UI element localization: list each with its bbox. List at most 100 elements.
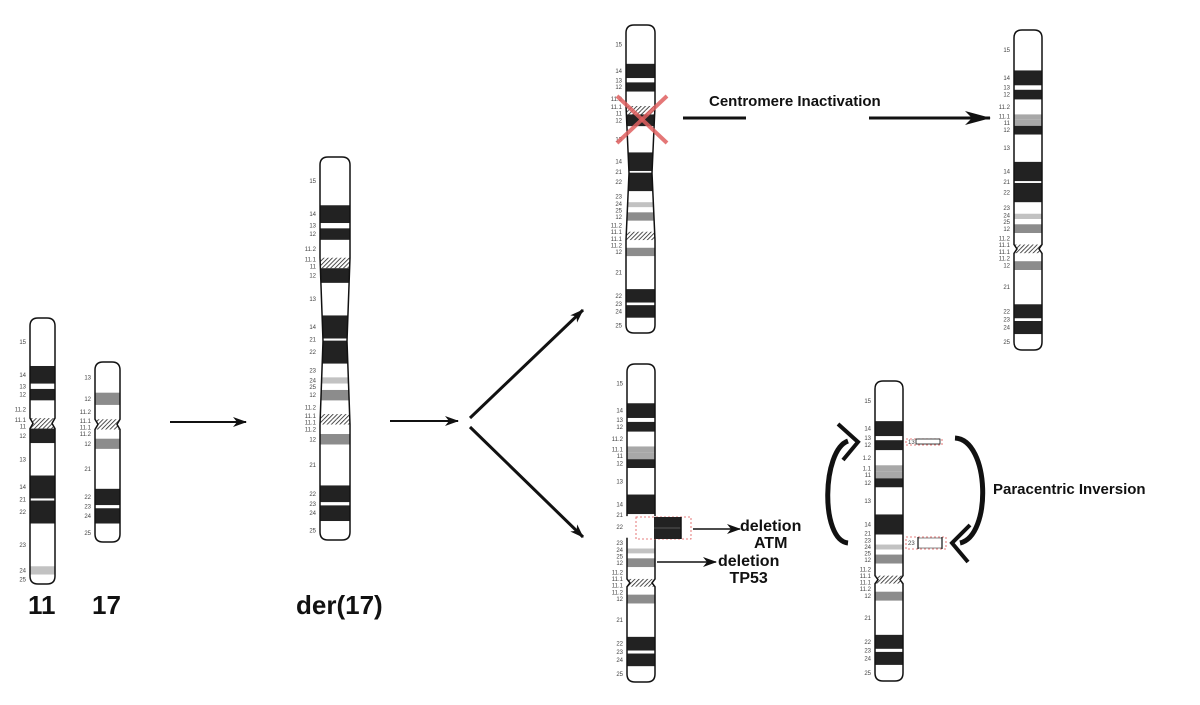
band-dark xyxy=(30,475,55,499)
band-gray xyxy=(875,591,903,601)
band-label: 24 xyxy=(1003,214,1010,220)
band-dark xyxy=(1014,125,1042,135)
band-label: 21 xyxy=(309,338,316,344)
band-label: 12 xyxy=(1003,227,1010,233)
band-label: 11.1 xyxy=(999,243,1011,249)
band-label: 21 xyxy=(616,618,623,624)
band-label: 21 xyxy=(615,170,622,176)
band-label: 24 xyxy=(864,656,871,662)
band-dark xyxy=(1014,70,1042,86)
band-label: 21 xyxy=(864,532,871,538)
chromosome-with-inversion: 151413121.21.111121314212324251211.211.1… xyxy=(860,380,904,682)
band-label: 11.1 xyxy=(860,580,872,586)
band-gap xyxy=(627,516,655,538)
band-white xyxy=(320,363,350,378)
band-label: 25 xyxy=(309,529,316,535)
band-label: 24 xyxy=(309,378,316,384)
band-white xyxy=(626,317,655,333)
band-cen xyxy=(95,419,120,425)
band-label: 11.1 xyxy=(305,258,317,264)
band-label: 22 xyxy=(615,180,622,186)
inversion-arrow-right xyxy=(949,435,986,564)
band-label: 25 xyxy=(84,531,91,537)
band-label: 11.2 xyxy=(305,247,317,253)
band-label: 13 xyxy=(864,436,871,442)
band-label: 11.2 xyxy=(612,570,624,576)
band-label: 21 xyxy=(1003,180,1010,186)
band-white xyxy=(1014,233,1042,245)
band-label: 11.2 xyxy=(611,97,623,103)
band-label: 12 xyxy=(616,561,623,567)
band-dark xyxy=(1014,304,1042,319)
band-dark xyxy=(320,485,350,503)
band-light xyxy=(875,544,903,550)
band-label: 12 xyxy=(309,393,316,399)
band-gray xyxy=(95,392,120,405)
band-dark xyxy=(627,494,655,515)
label-der17: der(17) xyxy=(296,590,383,620)
band-cen xyxy=(875,579,903,584)
band-white xyxy=(875,583,903,592)
band-white xyxy=(1014,334,1042,350)
band-white xyxy=(320,400,350,415)
band-mgray xyxy=(1014,119,1042,126)
band-label: 11.2 xyxy=(15,407,27,413)
band-dark xyxy=(875,478,903,488)
band-label: 25 xyxy=(1003,220,1010,226)
band-label: 1.1 xyxy=(863,466,872,472)
band-label: 23 xyxy=(1003,318,1010,324)
band-label: 13 xyxy=(309,224,316,230)
band-cen xyxy=(627,582,655,587)
inv-box-top-label: 13 xyxy=(908,440,915,446)
band-label: 12 xyxy=(309,232,316,238)
band-white xyxy=(95,429,120,439)
band-white xyxy=(95,505,120,509)
band-label: 11.2 xyxy=(999,256,1011,262)
band-label: 12 xyxy=(864,558,871,564)
arrow-branch-up xyxy=(468,308,585,420)
band-label: 22 xyxy=(616,525,623,531)
label-deletion-tp53-line2: TP53 xyxy=(729,570,768,587)
band-label: 11.2 xyxy=(860,587,872,593)
band-dark xyxy=(320,205,350,224)
band-label: 12 xyxy=(616,597,623,603)
band-dark xyxy=(626,82,655,92)
band-dark xyxy=(320,315,350,339)
band-white xyxy=(626,78,655,83)
band-label: 25 xyxy=(616,555,623,561)
band-label: 24 xyxy=(84,514,91,520)
band-white xyxy=(30,443,55,476)
band-white xyxy=(626,256,655,290)
band-label: 23 xyxy=(615,302,622,308)
band-dark xyxy=(626,152,655,171)
band-label: 11.2 xyxy=(612,437,624,443)
band-label: 12 xyxy=(309,274,316,280)
band-gray xyxy=(95,438,120,449)
band-white xyxy=(626,302,655,306)
label-deletion-atm-line2: ATM xyxy=(753,535,788,552)
band-dark xyxy=(320,505,350,522)
band-white xyxy=(627,553,655,559)
band-dark xyxy=(626,305,655,318)
band-white xyxy=(30,498,55,501)
band-mgray xyxy=(1014,114,1042,120)
band-white xyxy=(627,537,655,549)
label-chr17: 17 xyxy=(92,590,121,620)
band-white xyxy=(875,648,903,652)
band-label: 23 xyxy=(864,538,871,544)
band-label: 13 xyxy=(616,479,623,485)
band-white xyxy=(626,25,655,64)
band-label: 11.2 xyxy=(611,243,623,249)
band-label: 11.2 xyxy=(80,410,92,416)
band-label: 23 xyxy=(616,541,623,547)
band-white xyxy=(1014,202,1042,214)
band-label: 12 xyxy=(1003,128,1010,134)
band-white xyxy=(627,586,655,595)
band-label: 11.2 xyxy=(860,567,872,573)
band-white xyxy=(627,603,655,637)
band-dark xyxy=(320,340,350,364)
band-label: 11.1 xyxy=(860,574,872,580)
band-label: 12 xyxy=(616,425,623,431)
band-dark xyxy=(875,651,903,665)
